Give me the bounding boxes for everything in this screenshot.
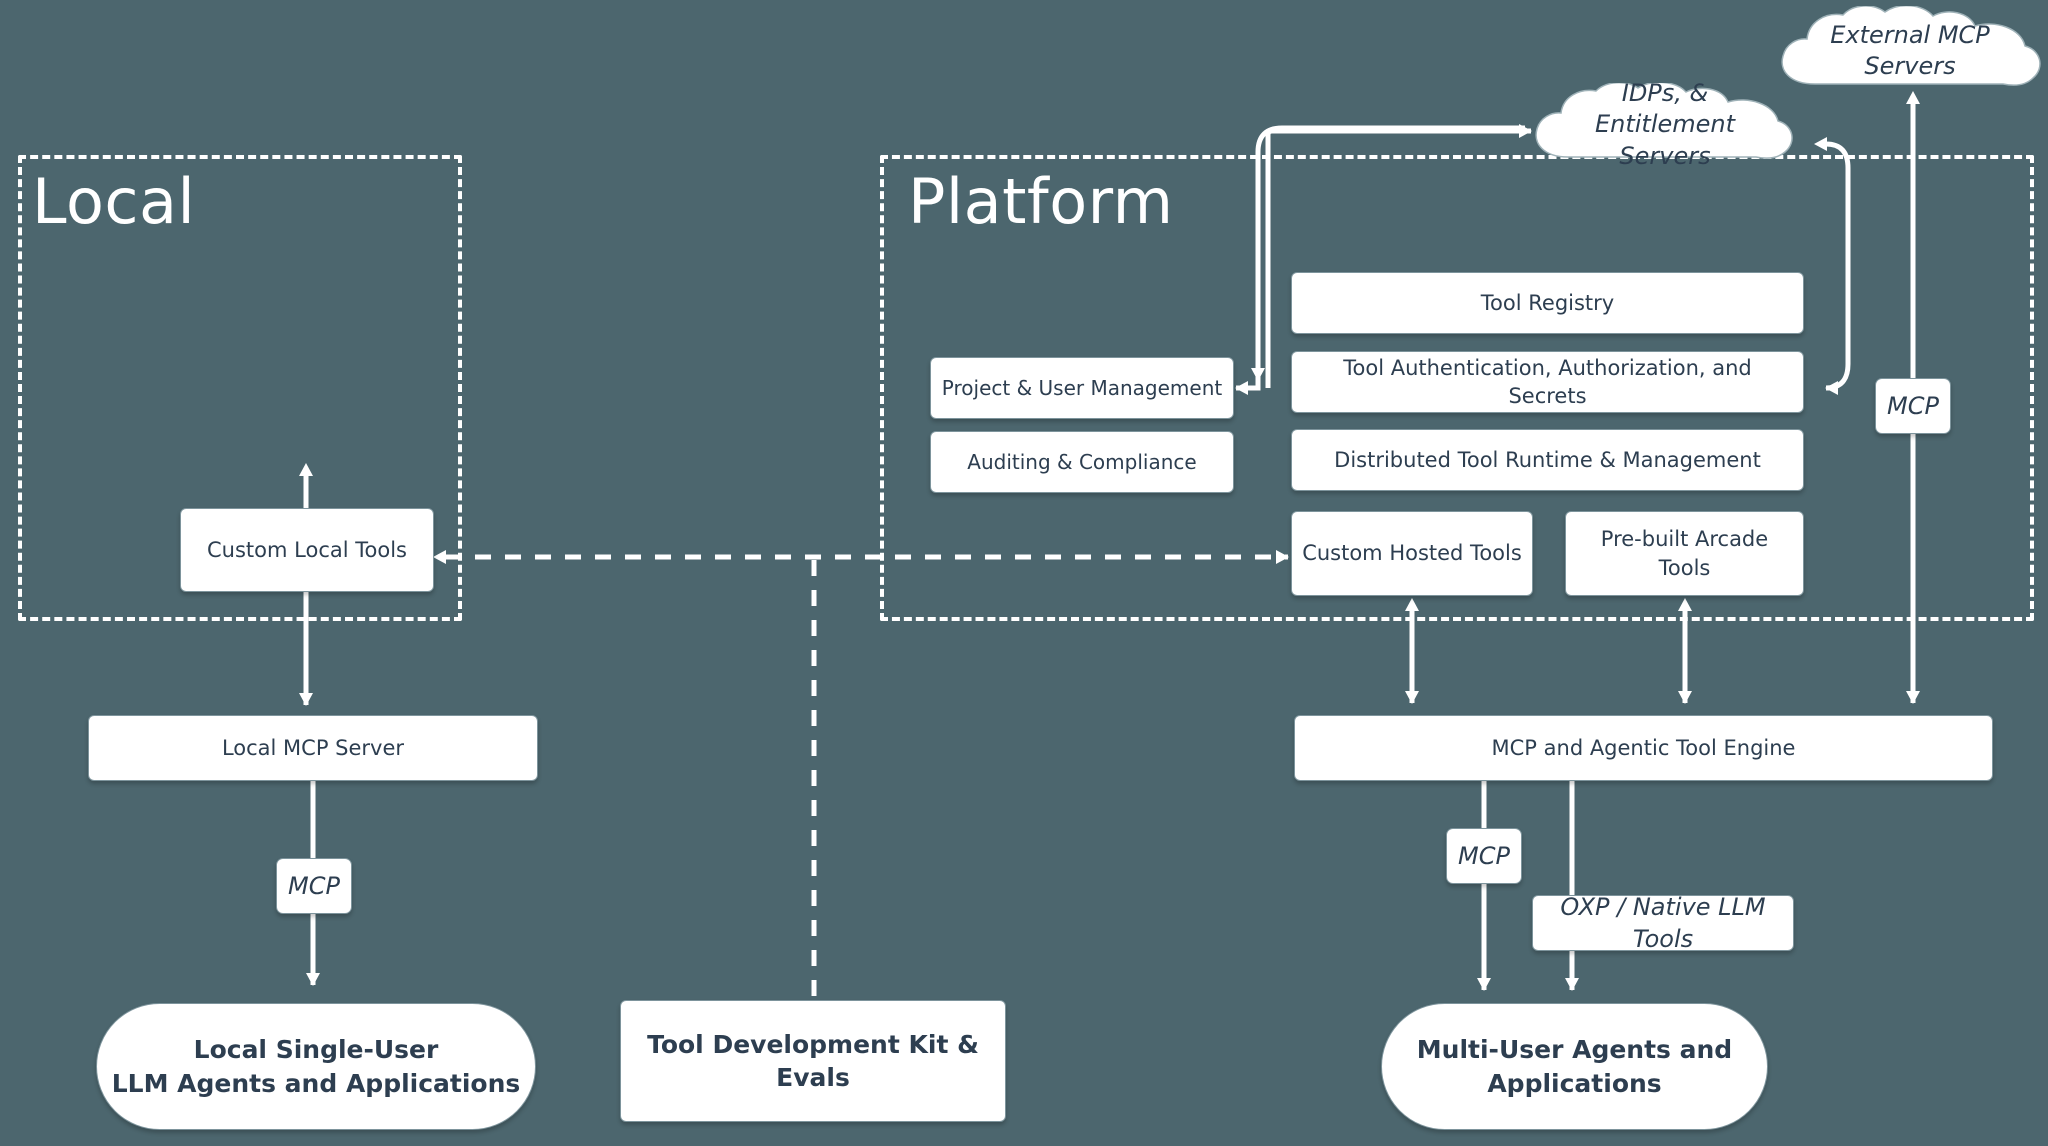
node-mcp-agentic-tool-engine[interactable]: MCP and Agentic Tool Engine <box>1294 715 1993 781</box>
edge-label-mcp-external: MCP <box>1875 378 1951 434</box>
node-local-single-user-agents[interactable]: Local Single-User LLM Agents and Applica… <box>96 1003 536 1130</box>
node-tool-development-kit[interactable]: Tool Development Kit & Evals <box>620 1000 1006 1122</box>
node-distributed-tool-runtime-management[interactable]: Distributed Tool Runtime & Management <box>1291 429 1804 491</box>
zone-platform-title: Platform <box>908 165 1174 238</box>
node-multi-user-agents-label: Multi-User Agents and Applications <box>1416 1035 1733 1098</box>
node-tool-registry[interactable]: Tool Registry <box>1291 272 1804 334</box>
node-tool-authentication-authorization-secrets[interactable]: Tool Authentication, Authorization, and … <box>1291 351 1804 413</box>
zone-local-title: Local <box>32 165 196 238</box>
edge-label-mcp-platform: MCP <box>1446 828 1522 884</box>
node-prebuilt-arcade-tools[interactable]: Pre-built Arcade Tools <box>1565 511 1804 596</box>
cloud-idps-entitlement-servers: IDPs, & Entitlement Servers <box>1530 79 1800 170</box>
cloud-external-mcp-servers: External MCP Servers <box>1775 6 2045 96</box>
cloud-shape-external <box>1781 6 2041 86</box>
node-multi-user-agents[interactable]: Multi-User Agents and Applications <box>1381 1003 1768 1130</box>
node-custom-hosted-tools[interactable]: Custom Hosted Tools <box>1291 511 1533 596</box>
node-local-mcp-server[interactable]: Local MCP Server <box>88 715 538 781</box>
node-custom-local-tools[interactable]: Custom Local Tools <box>180 508 434 592</box>
zone-local <box>18 155 462 621</box>
edge-label-mcp-local: MCP <box>276 858 352 914</box>
cloud-shape-idps <box>1535 83 1793 159</box>
node-oxp-native-llm-tools[interactable]: OXP / Native LLM Tools <box>1532 893 1794 953</box>
node-local-single-user-agents-label: Local Single-User LLM Agents and Applica… <box>111 1035 521 1098</box>
cloud-external-mcp-servers-label: External MCP Servers <box>1830 20 1990 80</box>
node-project-user-management[interactable]: Project & User Management <box>930 357 1234 419</box>
cloud-idps-entitlement-servers-label: IDPs, & Entitlement Servers <box>1594 79 1736 170</box>
node-auditing-compliance[interactable]: Auditing & Compliance <box>930 431 1234 493</box>
